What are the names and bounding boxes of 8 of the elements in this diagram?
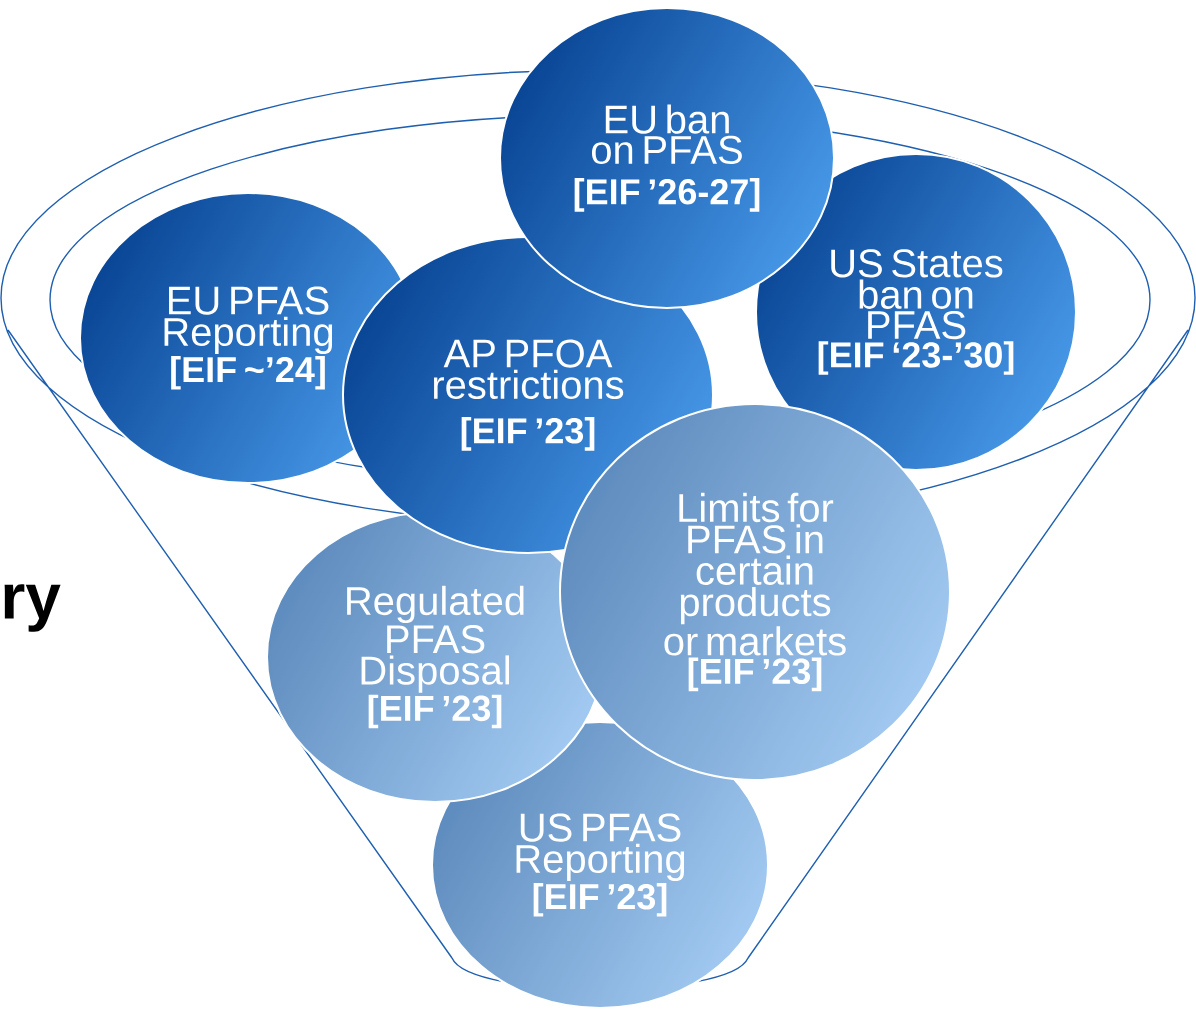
heading-fragment: ry <box>4 584 61 632</box>
regulation-text: Regulated PFAS Disposal [EIF ’23] <box>347 585 524 729</box>
regulation-text: Limits for PFAS in certain products or markets [EIF ’23] <box>664 492 846 692</box>
regulation-text: US States ban on PFAS [EIF ‘23-’30] <box>818 249 1014 375</box>
regulation-text: AP PFOA restrictions [EIF ’23] <box>434 339 624 451</box>
regulation-text: EU ban on PFAS [EIF ’26-27] <box>574 104 760 212</box>
regulation-text: EU PFAS Reporting [EIF ~’24] <box>164 286 333 390</box>
regulation-text: US PFAS Reporting [EIF ’23] <box>516 813 685 917</box>
